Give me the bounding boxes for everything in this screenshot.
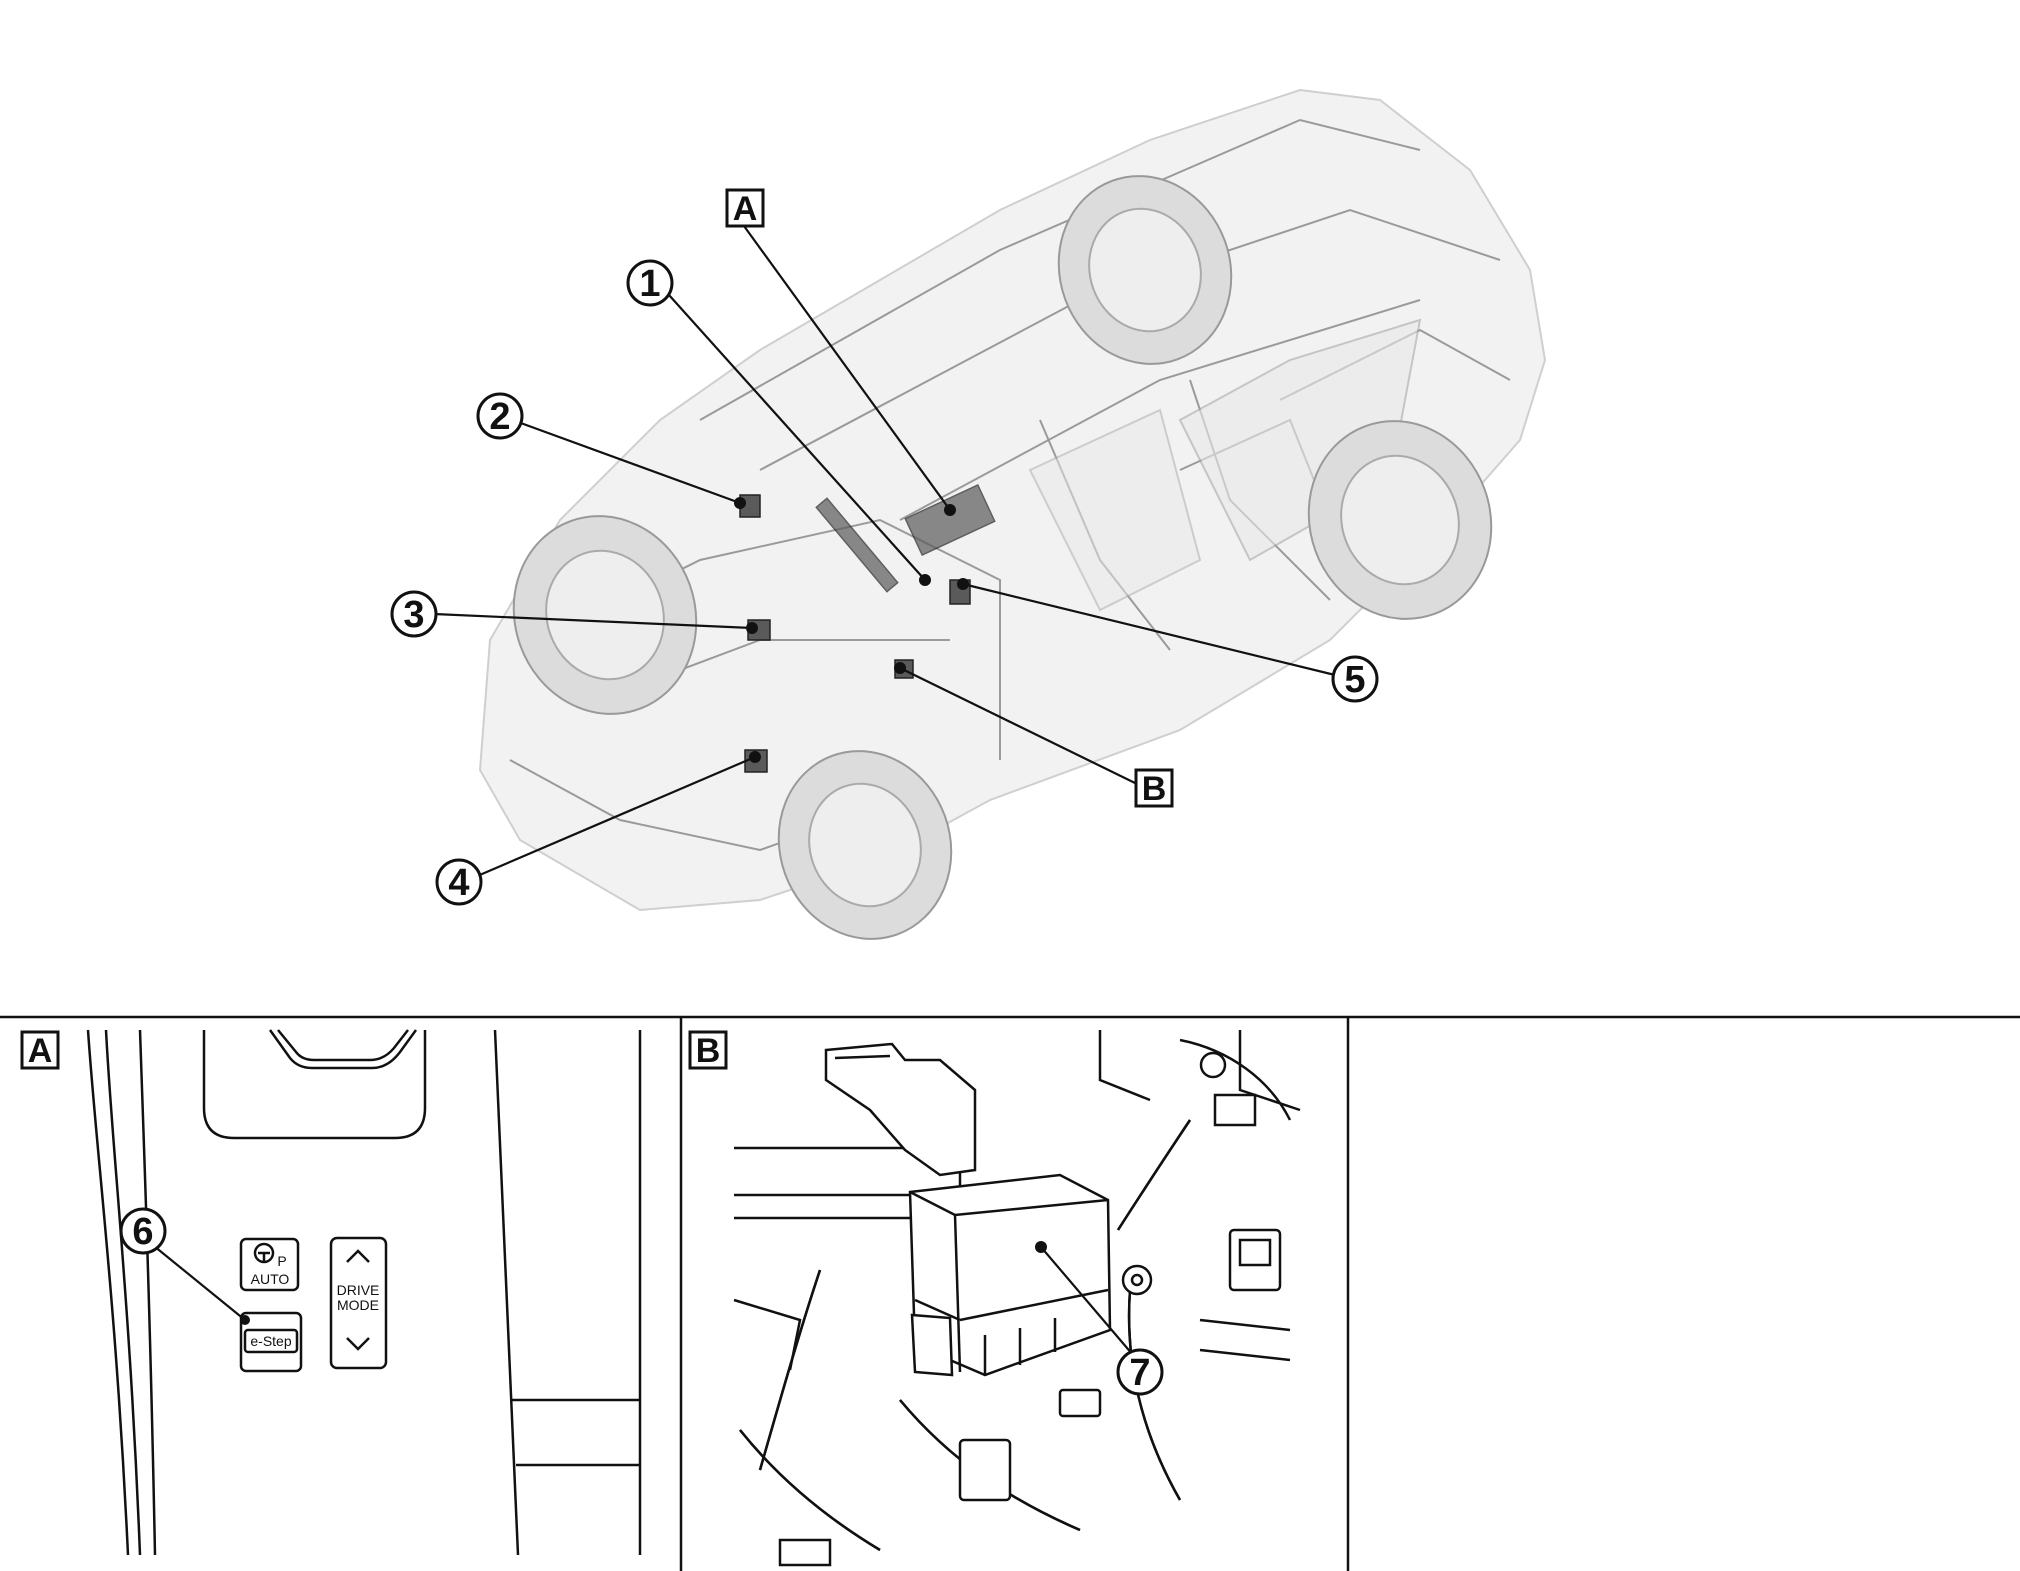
detail-a-panel-label: A xyxy=(28,1032,53,1070)
detail-label-a-top: A xyxy=(725,188,765,228)
detail-a-panel: A P AUTO e-Step DR xyxy=(20,1029,642,1556)
e-step-label: e-Step xyxy=(250,1333,291,1349)
detail-b-top-text: B xyxy=(1142,770,1167,808)
p-label: P xyxy=(277,1253,286,1269)
callout-6-label: 6 xyxy=(132,1211,153,1253)
detail-frames xyxy=(0,1015,2020,1571)
callout-2-label: 2 xyxy=(489,396,510,438)
detail-b-panel: B xyxy=(688,1030,1301,1567)
auto-label: AUTO xyxy=(251,1271,290,1287)
callout-5: 5 xyxy=(1331,655,1379,703)
detail-b-panel-label: B xyxy=(696,1032,721,1070)
callout-2: 2 xyxy=(476,392,524,440)
leader-lines xyxy=(433,225,1336,882)
chevron-up-icon xyxy=(346,1249,370,1263)
callout-7: 7 xyxy=(1116,1348,1164,1396)
detail-label-b-top: B xyxy=(1134,768,1174,808)
vehicle-illustration xyxy=(478,88,1547,940)
e-step-switch: e-Step xyxy=(239,1311,303,1373)
detail-a-top-text: A xyxy=(733,190,758,228)
chevron-down-icon xyxy=(346,1337,370,1351)
callout-7-label: 7 xyxy=(1129,1352,1150,1394)
callout-1: 1 xyxy=(626,259,674,307)
relay-box xyxy=(908,1173,1112,1377)
callout-5-label: 5 xyxy=(1344,659,1365,701)
auto-p-switch: P AUTO xyxy=(239,1237,300,1292)
drive-mode-line1: DRIVE xyxy=(337,1282,380,1298)
leader-endpoints xyxy=(734,497,969,763)
drive-mode-switch: DRIVE MODE xyxy=(329,1236,388,1370)
callout-4-label: 4 xyxy=(448,862,469,904)
callout-4: 4 xyxy=(435,858,483,906)
callout-6: 6 xyxy=(119,1207,167,1255)
callout-1-label: 1 xyxy=(639,263,660,305)
callout-3: 3 xyxy=(390,590,438,638)
drive-mode-line2: MODE xyxy=(337,1297,379,1313)
callout-3-label: 3 xyxy=(403,594,424,636)
